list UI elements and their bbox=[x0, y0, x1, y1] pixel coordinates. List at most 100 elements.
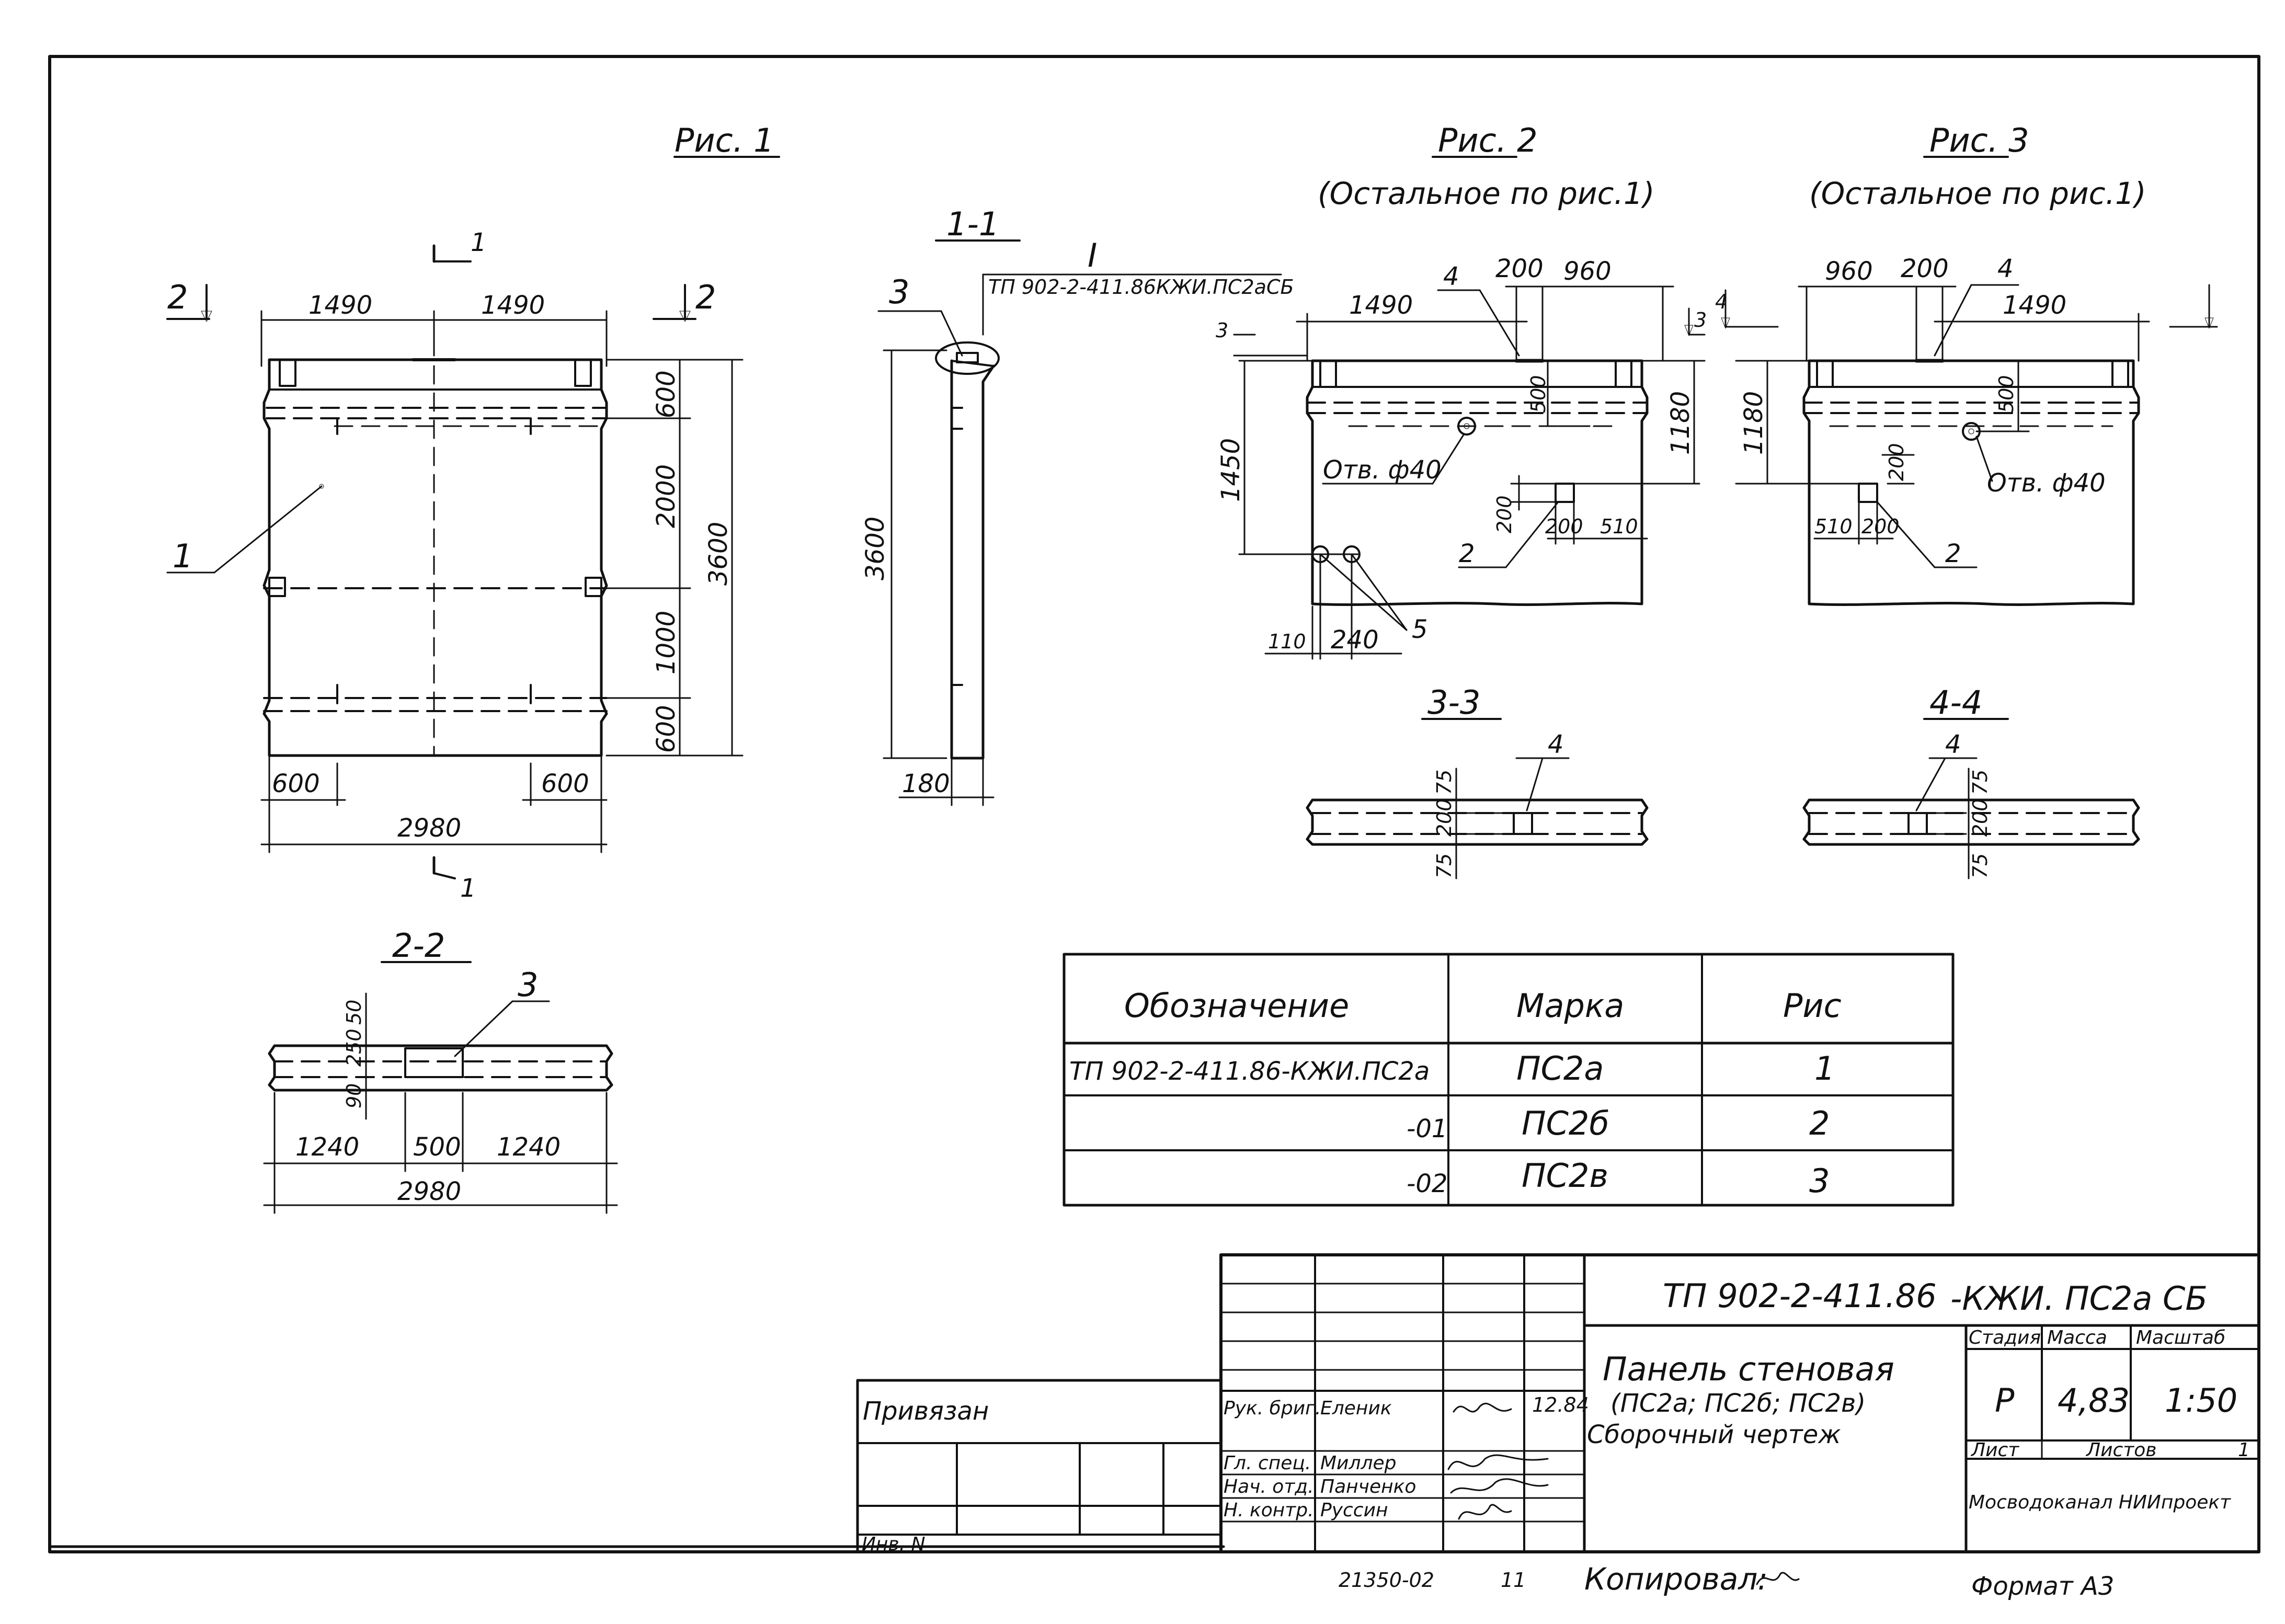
tb-signer1-name: Еленик bbox=[1320, 1398, 1392, 1419]
fig2-dim-240: 240 bbox=[1331, 625, 1379, 655]
sec33-title: 3-3 bbox=[1427, 683, 1480, 722]
signature-4 bbox=[1458, 1504, 1512, 1520]
copier-signature bbox=[1756, 1572, 1800, 1585]
fig2-dim-110: 110 bbox=[1268, 630, 1306, 653]
fig2-dim-1450: 1450 bbox=[1216, 438, 1246, 502]
spec-row1-mark: ПС2а bbox=[1516, 1049, 1604, 1088]
sec22-dim-right: 1240 bbox=[497, 1133, 561, 1162]
fig2-callout-4: 4 bbox=[1443, 262, 1459, 291]
sec11-callout-ref: ТП 902-2-411.86КЖИ.ПС2аСБ bbox=[988, 276, 1294, 299]
tb-signer3-role: Нач. отд. bbox=[1224, 1476, 1314, 1497]
fig1-dim-bottom-right-600: 600 bbox=[541, 769, 589, 798]
tb-code: ТП 902-2-411.86 bbox=[1663, 1277, 1937, 1315]
fig1-section2-left: 2 bbox=[167, 278, 188, 316]
fig3-dim-200-vert: 200 bbox=[1885, 443, 1908, 481]
tb-stage: Р bbox=[1995, 1381, 2015, 1420]
spec-row2-fig: 2 bbox=[1809, 1104, 1830, 1142]
tb-signer4-role: Н. контр. bbox=[1224, 1500, 1314, 1521]
section-4-4: 4-4 4 75 200 75 bbox=[1802, 683, 2140, 879]
section-2-2: 2-2 3 50 250 90 1240 500 1240 2980 bbox=[263, 927, 618, 1214]
fig3-title: Рис. 3 bbox=[1929, 121, 2029, 159]
tb-signer2-name: Миллер bbox=[1320, 1453, 1396, 1474]
sec22-dim-250: 250 bbox=[342, 1028, 365, 1067]
figure-2: Рис. 2 (Остальное по рис.1) 4 200 960 14… bbox=[1216, 121, 1707, 660]
sec22-dim-total: 2980 bbox=[397, 1177, 461, 1206]
tb-sheets: 1 bbox=[2238, 1439, 2250, 1461]
tb-name-line1: Панель стеновая bbox=[1603, 1350, 1894, 1388]
spec-table: Обозначение Марка Рис ТП 902-2-411.86-КЖ… bbox=[1062, 953, 1955, 1207]
sec11-callout-I: I bbox=[1088, 236, 1097, 275]
fig2-subtitle: (Остальное по рис.1) bbox=[1318, 176, 1655, 211]
fig3-subtitle: (Остальное по рис.1) bbox=[1809, 176, 2146, 211]
fig1-callout-1: 1 bbox=[173, 537, 193, 575]
signature-3 bbox=[1450, 1478, 1549, 1494]
section-1-1: 1-1 I ТП 902-2-411.86КЖИ.ПС2аСБ 3 3600 1… bbox=[861, 205, 1294, 806]
fig1-dim-1000: 1000 bbox=[652, 611, 681, 674]
fig3-dim-200-horiz: 200 bbox=[1861, 515, 1900, 538]
tb-mass-header: Масса bbox=[2047, 1327, 2107, 1348]
fig2-dim-510: 510 bbox=[1600, 515, 1638, 538]
fig3-callout-4: 4 bbox=[1997, 254, 2014, 283]
tb-sheet-label: Лист bbox=[1970, 1439, 2019, 1461]
fig2-title: Рис. 2 bbox=[1438, 121, 1538, 159]
figure-1: Рис. 1 1 1 2 2 1490 1490 bbox=[166, 121, 780, 903]
fig2-dim-1180: 1180 bbox=[1666, 391, 1695, 455]
tb-signer4-name: Руссин bbox=[1320, 1500, 1388, 1521]
tb-scale-header: Масштаб bbox=[2136, 1327, 2225, 1348]
fig3-dim-1490: 1490 bbox=[2003, 291, 2066, 320]
fig1-dim-bottom-600: 600 bbox=[652, 705, 681, 753]
sec33-dim-75: 75 bbox=[1433, 770, 1456, 795]
fig2-callout-5: 5 bbox=[1412, 615, 1428, 644]
spec-row3-fig: 3 bbox=[1809, 1162, 1830, 1200]
tb-inv-label: Инв. N bbox=[862, 1534, 926, 1555]
sec22-dim-90: 90 bbox=[342, 1083, 365, 1108]
fig3-dim-1180: 1180 bbox=[1739, 391, 1768, 455]
tb-signer3-name: Панченко bbox=[1320, 1476, 1416, 1497]
section-3-3: 3-3 4 75 200 75 bbox=[1306, 683, 1649, 879]
figure-3: Рис. 3 (Остальное по рис.1) 960 200 4 14… bbox=[1715, 121, 2218, 606]
footer-format: Формат А3 bbox=[1971, 1572, 2114, 1601]
fig2-dim-200-horiz: 200 bbox=[1545, 515, 1583, 538]
spec-header-fig: Рис bbox=[1783, 987, 1842, 1025]
spec-row1-fig: 1 bbox=[1814, 1049, 1835, 1088]
fig1-dim-2980: 2980 bbox=[397, 814, 461, 843]
fig2-dim-1490: 1490 bbox=[1349, 291, 1413, 320]
sec22-dim-left: 1240 bbox=[295, 1133, 359, 1162]
fig1-dim-top-600: 600 bbox=[652, 370, 681, 418]
spec-row3-mark: ПС2в bbox=[1522, 1157, 1608, 1195]
sec33-callout-4: 4 bbox=[1548, 730, 1564, 759]
fig2-dim-200-vert: 200 bbox=[1493, 495, 1516, 533]
spec-row1-designation: ТП 902-2-411.86-КЖИ.ПС2а bbox=[1069, 1057, 1430, 1086]
fig1-title: Рис. 1 bbox=[675, 121, 774, 159]
tb-attached-label: Привязан bbox=[863, 1397, 989, 1426]
fig3-hole-label: Отв. ф40 bbox=[1987, 468, 2106, 498]
sec11-title: 1-1 bbox=[946, 205, 999, 243]
fig3-dim-200: 200 bbox=[1901, 254, 1949, 283]
fig1-dim-3600: 3600 bbox=[704, 522, 733, 586]
fig1-section-mark-bottom: 1 bbox=[460, 874, 476, 903]
signature-1 bbox=[1453, 1402, 1512, 1413]
fig1-dim-half-left: 1490 bbox=[309, 291, 372, 320]
sec44-callout-4: 4 bbox=[1945, 730, 1961, 759]
tb-name-line2: (ПС2а; ПС2б; ПС2в) bbox=[1610, 1389, 1866, 1418]
sec22-dim-50: 50 bbox=[342, 1000, 365, 1025]
fig1-dim-bottom-left-600: 600 bbox=[272, 769, 320, 798]
spec-row2-mark: ПС2б bbox=[1522, 1104, 1609, 1142]
fig3-dim-500: 500 bbox=[1995, 375, 2018, 413]
sec11-dim-3600: 3600 bbox=[861, 517, 890, 580]
sec44-dim-75b: 75 bbox=[1969, 853, 1992, 878]
footer-copied: Копировал: bbox=[1584, 1561, 1768, 1597]
tb-code-suffix: -КЖИ. ПС2а СБ bbox=[1950, 1279, 2208, 1318]
tb-signer1-date: 12.84 bbox=[1532, 1393, 1589, 1416]
signature-2 bbox=[1447, 1454, 1549, 1470]
fig2-section-mark-3: 3 bbox=[1694, 308, 1707, 331]
tb-signer1-role: Рук. бриг. bbox=[1224, 1398, 1321, 1419]
sec33-dim-75b: 75 bbox=[1433, 853, 1456, 878]
title-block: Привязан Инв. N Рук. бриг. Еленик 12.84 … bbox=[856, 1253, 2260, 1555]
tb-signer2-role: Гл. спец. bbox=[1224, 1453, 1311, 1474]
tb-org: Мосводоканал НИИпроект bbox=[1969, 1492, 2231, 1513]
tb-mass: 4,83 bbox=[2058, 1381, 2130, 1420]
footer: 21350-02 11 Копировал: Формат А3 bbox=[1339, 1561, 2114, 1601]
fig1-dim-2000: 2000 bbox=[652, 464, 681, 528]
